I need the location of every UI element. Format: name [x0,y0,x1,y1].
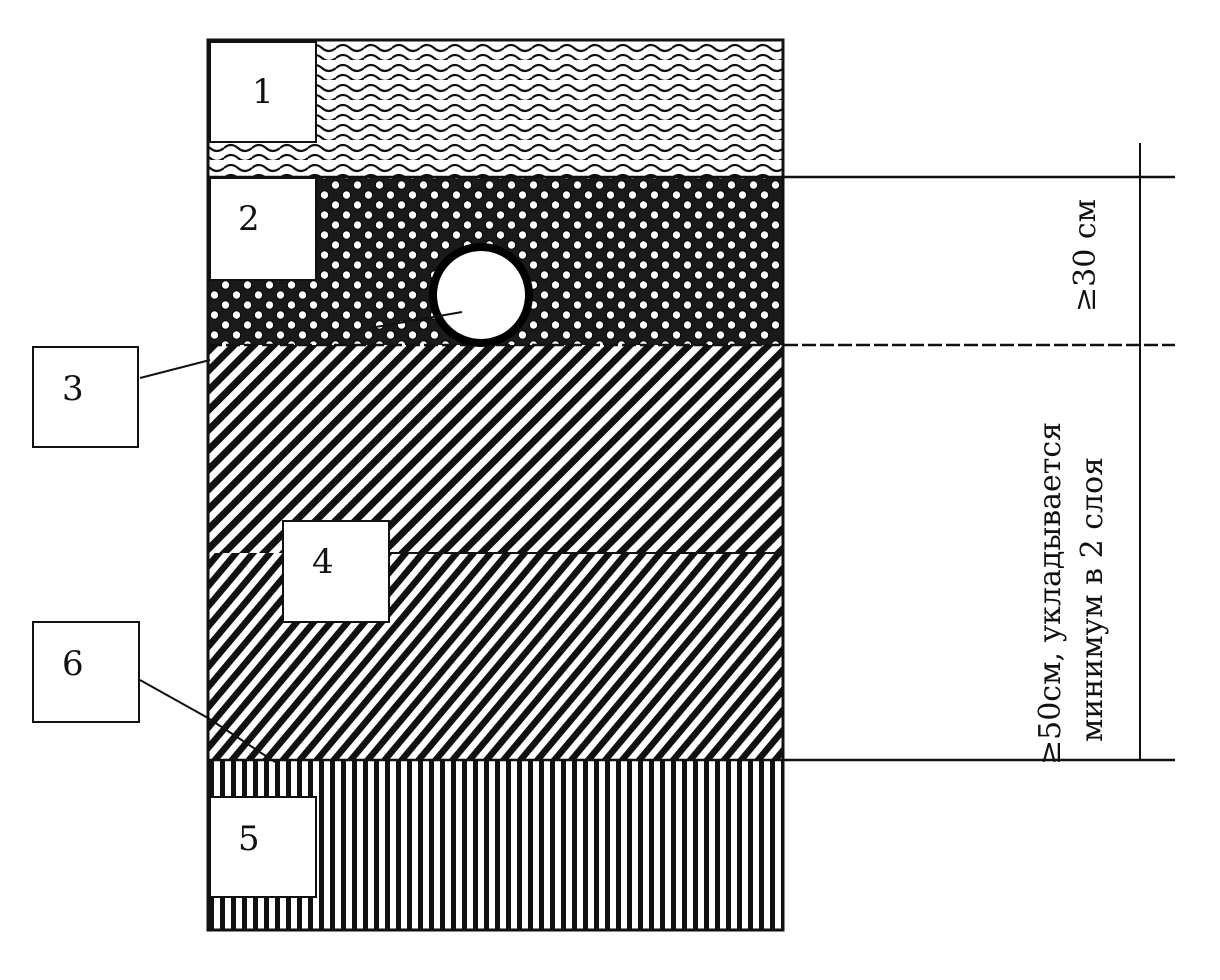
pipe-pointer [369,311,463,329]
label-box-6: 6 [32,621,140,723]
label-5-text: 5 [238,819,260,859]
label-4-text: 4 [312,542,334,582]
leader-6 [139,679,209,719]
label-box-2: 2 [209,177,317,281]
column-outline [206,38,785,932]
dimension-upper-text: ≥30 см [1068,199,1103,312]
label-box-1: 1 [209,41,317,143]
label-3-text: 3 [62,369,84,409]
geotextile-line [207,717,276,763]
label-1-text: 1 [252,72,274,112]
dimension-lower-text-1: ≥50см, укладывается [1033,422,1068,765]
leader-3 [139,359,211,379]
label-2-text: 2 [238,199,260,239]
pipe [429,243,533,347]
label-box-3: 3 [32,346,139,448]
label-box-5: 5 [209,796,317,898]
label-box-4: 4 [282,520,390,623]
layer-3-hatch-fill [208,345,783,553]
label-6-text: 6 [62,644,84,684]
dimension-lower-text-2: минимум в 2 слоя [1075,457,1110,742]
